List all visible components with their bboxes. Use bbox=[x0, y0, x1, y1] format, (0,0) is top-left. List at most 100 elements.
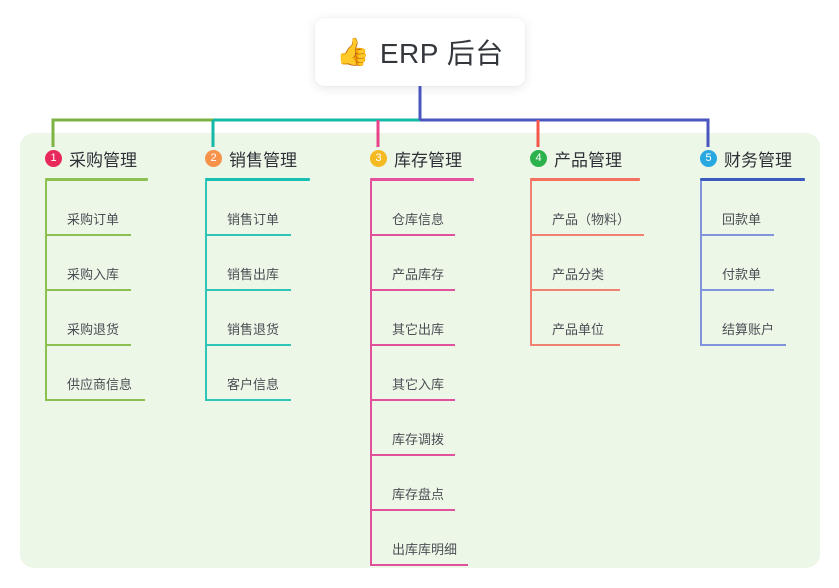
leaf-rule bbox=[45, 344, 131, 346]
leaf-label: 供应商信息 bbox=[67, 377, 133, 392]
leaf-label: 产品（物料） bbox=[552, 212, 631, 227]
leaf-item[interactable]: 出库库明细 bbox=[370, 511, 474, 566]
leaf-label: 采购退货 bbox=[67, 322, 120, 337]
leaf-item[interactable]: 采购订单 bbox=[45, 181, 148, 236]
column-title-4: 产品管理 bbox=[554, 150, 622, 170]
leaf-stem bbox=[205, 346, 207, 401]
leaf-rule bbox=[700, 234, 774, 236]
leaf-stem bbox=[205, 291, 207, 346]
leaf-item[interactable]: 仓库信息 bbox=[370, 181, 474, 236]
leaf-rule bbox=[700, 289, 774, 291]
leaf-stem bbox=[530, 291, 532, 346]
leaf-rule bbox=[45, 399, 145, 401]
column-header-5[interactable]: 5 财务管理 bbox=[700, 146, 805, 170]
leaf-stem bbox=[45, 181, 47, 236]
leaf-rule bbox=[530, 234, 644, 236]
column-title-5: 财务管理 bbox=[724, 150, 792, 170]
leaf-label: 销售退货 bbox=[227, 322, 280, 337]
leaf-rule bbox=[45, 289, 131, 291]
leaf-item[interactable]: 回款单 bbox=[700, 181, 805, 236]
leaf-item[interactable]: 其它出库 bbox=[370, 291, 474, 346]
leaf-rule bbox=[205, 344, 291, 346]
column-badge-4: 4 bbox=[530, 149, 547, 167]
leaf-stem bbox=[700, 181, 702, 236]
leaf-label: 产品分类 bbox=[552, 267, 605, 282]
leaf-item[interactable]: 销售出库 bbox=[205, 236, 310, 291]
column-rule-5 bbox=[700, 178, 805, 181]
leaf-item[interactable]: 其它入库 bbox=[370, 346, 474, 401]
leaf-rule bbox=[205, 289, 291, 291]
leaf-label: 结算账户 bbox=[722, 322, 775, 337]
leaf-stem bbox=[205, 236, 207, 291]
column-rule-4 bbox=[530, 178, 640, 181]
leaf-item[interactable]: 客户信息 bbox=[205, 346, 310, 401]
leaf-label: 其它出库 bbox=[392, 322, 445, 337]
leaf-stem bbox=[370, 236, 372, 291]
leaf-rule bbox=[370, 289, 455, 291]
column-title-1: 采购管理 bbox=[69, 150, 137, 170]
leaf-label: 产品库存 bbox=[392, 267, 445, 282]
leaf-stem bbox=[45, 291, 47, 346]
leaf-item[interactable]: 产品分类 bbox=[530, 236, 640, 291]
column-header-4[interactable]: 4 产品管理 bbox=[530, 146, 640, 170]
leaf-label: 出库库明细 bbox=[392, 542, 458, 557]
column-rule-3 bbox=[370, 178, 474, 181]
leaf-stem bbox=[370, 511, 372, 566]
leaf-stem bbox=[205, 181, 207, 236]
column-title-3: 库存管理 bbox=[394, 150, 462, 170]
leaf-rule bbox=[530, 289, 620, 291]
leaf-rule bbox=[370, 344, 455, 346]
leaf-item[interactable]: 产品库存 bbox=[370, 236, 474, 291]
leaf-item[interactable]: 供应商信息 bbox=[45, 346, 148, 401]
leaf-rule bbox=[370, 509, 455, 511]
leaf-item[interactable]: 采购退货 bbox=[45, 291, 148, 346]
leaf-rule bbox=[370, 564, 468, 566]
column-3: 3 库存管理仓库信息产品库存其它出库其它入库库存调拨库存盘点出库库明细 bbox=[370, 146, 474, 566]
leaf-rule bbox=[530, 344, 620, 346]
leaf-list-5: 回款单付款单结算账户 bbox=[700, 181, 805, 346]
leaf-item[interactable]: 销售订单 bbox=[205, 181, 310, 236]
leaf-item[interactable]: 结算账户 bbox=[700, 291, 805, 346]
leaf-label: 产品单位 bbox=[552, 322, 605, 337]
leaf-label: 采购入库 bbox=[67, 267, 120, 282]
leaf-rule bbox=[205, 234, 291, 236]
leaf-list-3: 仓库信息产品库存其它出库其它入库库存调拨库存盘点出库库明细 bbox=[370, 181, 474, 566]
leaf-label: 销售订单 bbox=[227, 212, 280, 227]
leaf-label: 回款单 bbox=[722, 212, 762, 227]
leaf-item[interactable]: 库存盘点 bbox=[370, 456, 474, 511]
leaf-rule bbox=[370, 454, 455, 456]
leaf-list-2: 销售订单销售出库销售退货客户信息 bbox=[205, 181, 310, 401]
leaf-stem bbox=[530, 181, 532, 236]
leaf-item[interactable]: 销售退货 bbox=[205, 291, 310, 346]
leaf-label: 库存盘点 bbox=[392, 487, 445, 502]
thumbs-up-icon: 👍 bbox=[336, 36, 370, 68]
leaf-label: 付款单 bbox=[722, 267, 762, 282]
leaf-rule bbox=[370, 399, 455, 401]
leaf-stem bbox=[370, 181, 372, 236]
leaf-item[interactable]: 产品（物料） bbox=[530, 181, 644, 236]
root-node-card[interactable]: 👍 ERP 后台 bbox=[315, 18, 525, 86]
leaf-item[interactable]: 库存调拨 bbox=[370, 401, 474, 456]
column-badge-3: 3 bbox=[370, 149, 387, 167]
leaf-stem bbox=[370, 346, 372, 401]
leaf-stem bbox=[700, 291, 702, 346]
leaf-stem bbox=[370, 291, 372, 346]
leaf-item[interactable]: 产品单位 bbox=[530, 291, 640, 346]
leaf-stem bbox=[530, 236, 532, 291]
leaf-item[interactable]: 采购入库 bbox=[45, 236, 148, 291]
leaf-rule bbox=[370, 234, 455, 236]
leaf-item[interactable]: 付款单 bbox=[700, 236, 805, 291]
column-badge-2: 2 bbox=[205, 149, 222, 167]
column-badge-5: 5 bbox=[700, 149, 717, 167]
column-badge-1: 1 bbox=[45, 149, 62, 167]
column-1: 1 采购管理采购订单采购入库采购退货供应商信息 bbox=[45, 146, 148, 401]
leaf-stem bbox=[370, 401, 372, 456]
leaf-list-4: 产品（物料） 产品分类产品单位 bbox=[530, 181, 644, 346]
leaf-label: 采购订单 bbox=[67, 212, 120, 227]
column-header-3[interactable]: 3 库存管理 bbox=[370, 146, 474, 170]
column-rule-2 bbox=[205, 178, 310, 181]
root-node-title: ERP 后台 bbox=[379, 38, 504, 69]
leaf-label: 仓库信息 bbox=[392, 212, 445, 227]
column-header-1[interactable]: 1 采购管理 bbox=[45, 146, 148, 170]
